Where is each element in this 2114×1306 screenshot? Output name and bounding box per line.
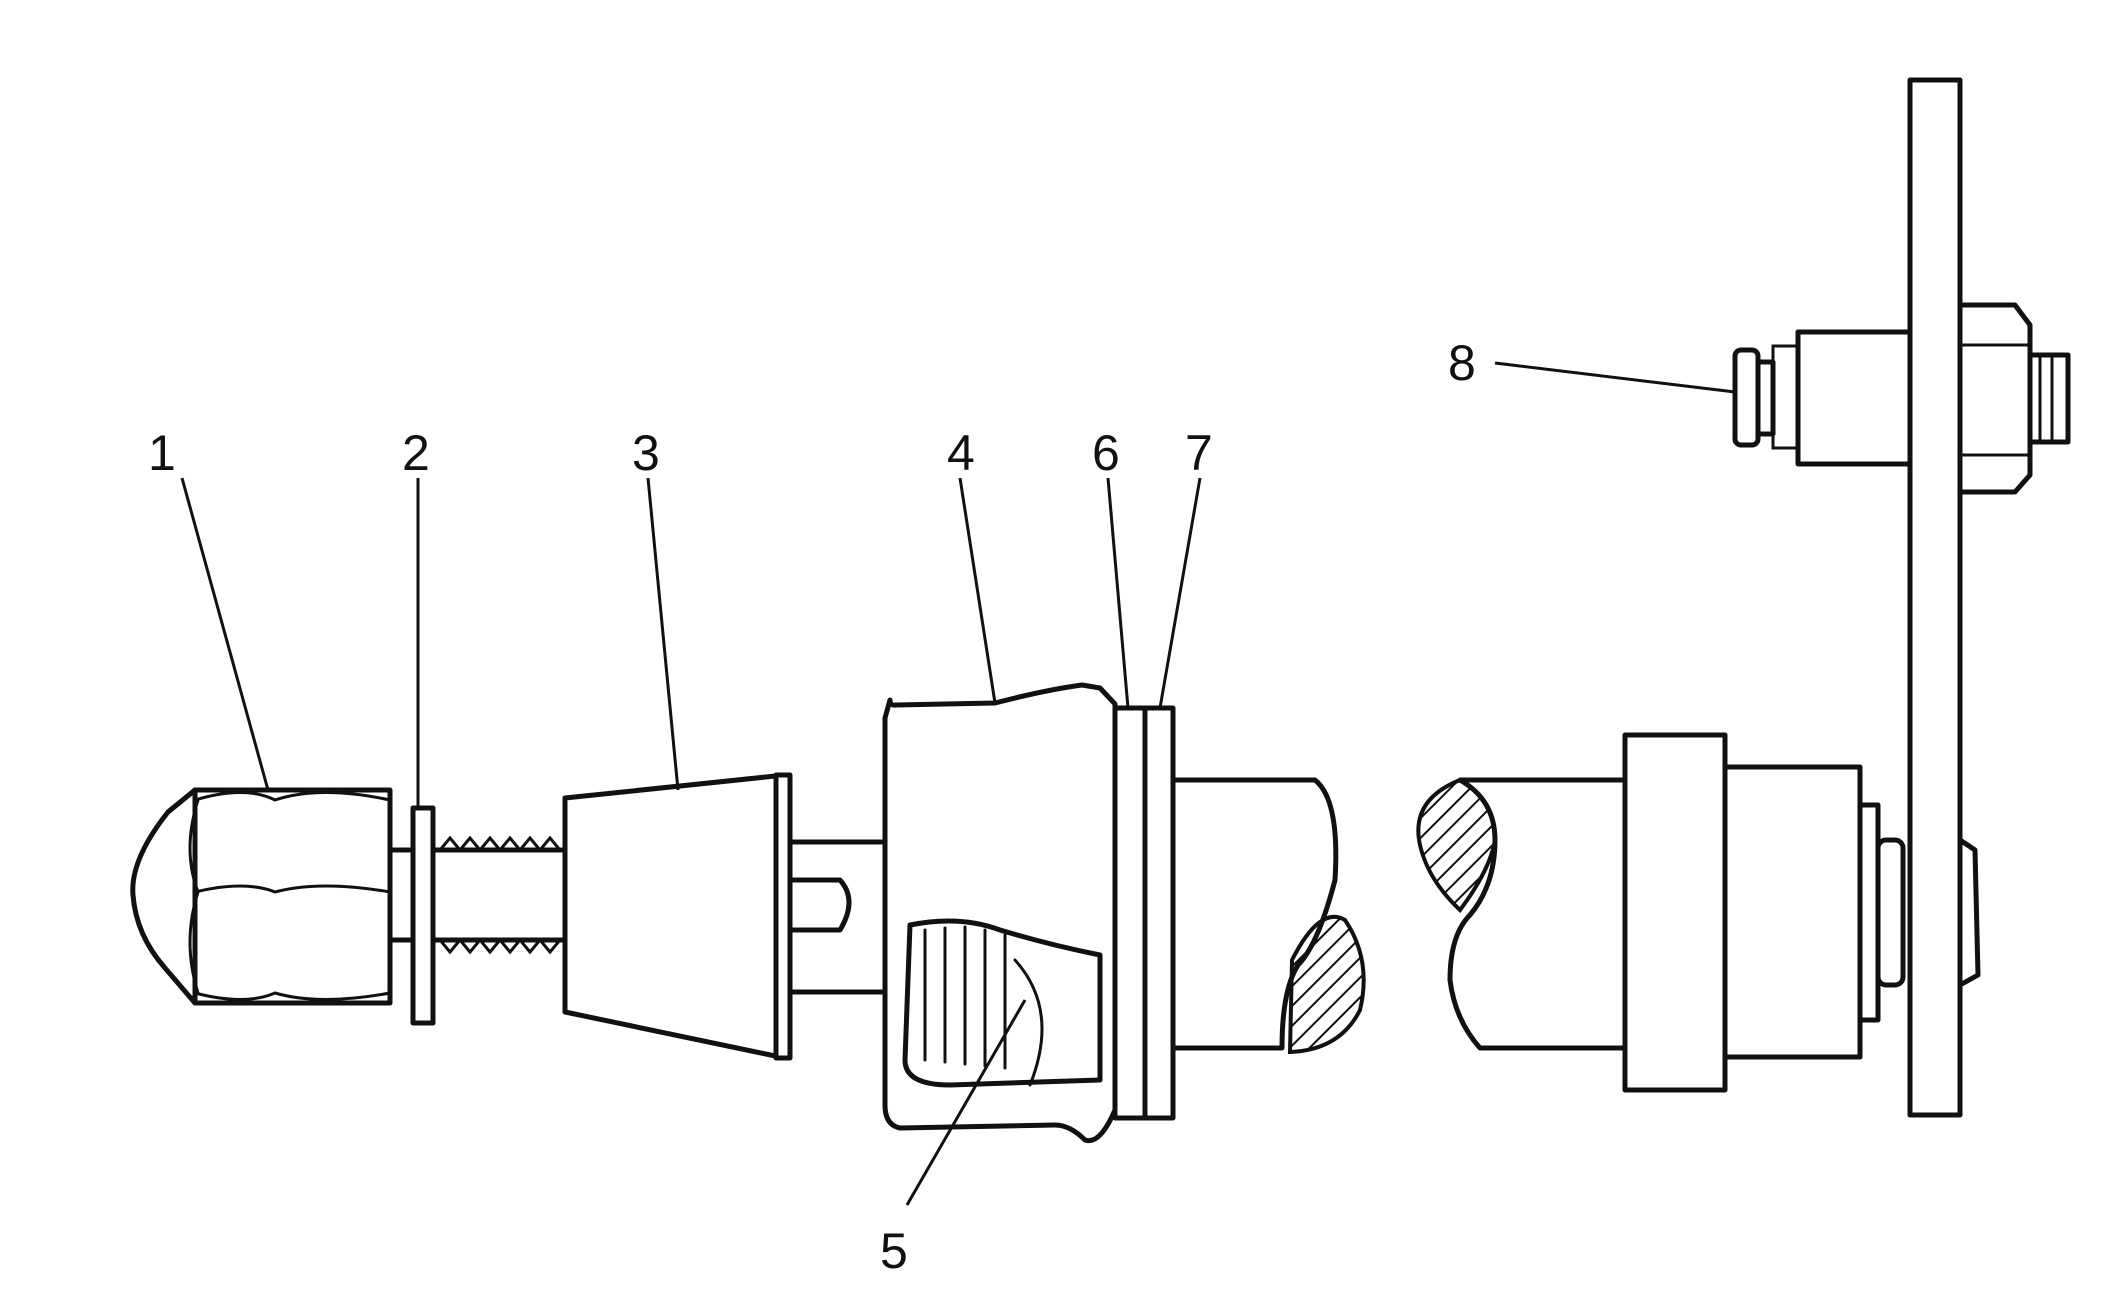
callout-5: 5	[880, 1223, 908, 1279]
knurled-cone	[562, 772, 793, 1061]
leader-4	[958, 477, 997, 704]
body-housing	[882, 682, 1118, 1144]
cap-nut	[130, 787, 393, 1006]
cable-section-right	[1416, 777, 1628, 1051]
seal-ring	[1112, 705, 1148, 1121]
callout-3: 3	[632, 425, 660, 481]
callout-2: 2	[402, 425, 430, 481]
panel-receptacle	[1622, 732, 1906, 1093]
leader-8	[1494, 361, 1736, 394]
washer	[410, 805, 436, 1026]
leader-1	[180, 477, 270, 791]
leader-6	[1106, 477, 1130, 709]
gasket-ring	[1142, 705, 1176, 1121]
callout-7: 7	[1185, 425, 1213, 481]
bulkhead-fitting	[1732, 302, 2071, 495]
connector-shaft	[787, 839, 893, 995]
callout-1: 1	[148, 425, 176, 481]
callout-8: 8	[1448, 335, 1476, 391]
leader-3	[646, 477, 680, 791]
callout-4: 4	[947, 425, 975, 481]
leader-7	[1158, 477, 1202, 709]
cable-section-left	[1170, 777, 1366, 1055]
callout-6: 6	[1092, 425, 1120, 481]
panel-plate	[1907, 77, 1963, 1118]
leader-5	[905, 999, 1027, 1206]
